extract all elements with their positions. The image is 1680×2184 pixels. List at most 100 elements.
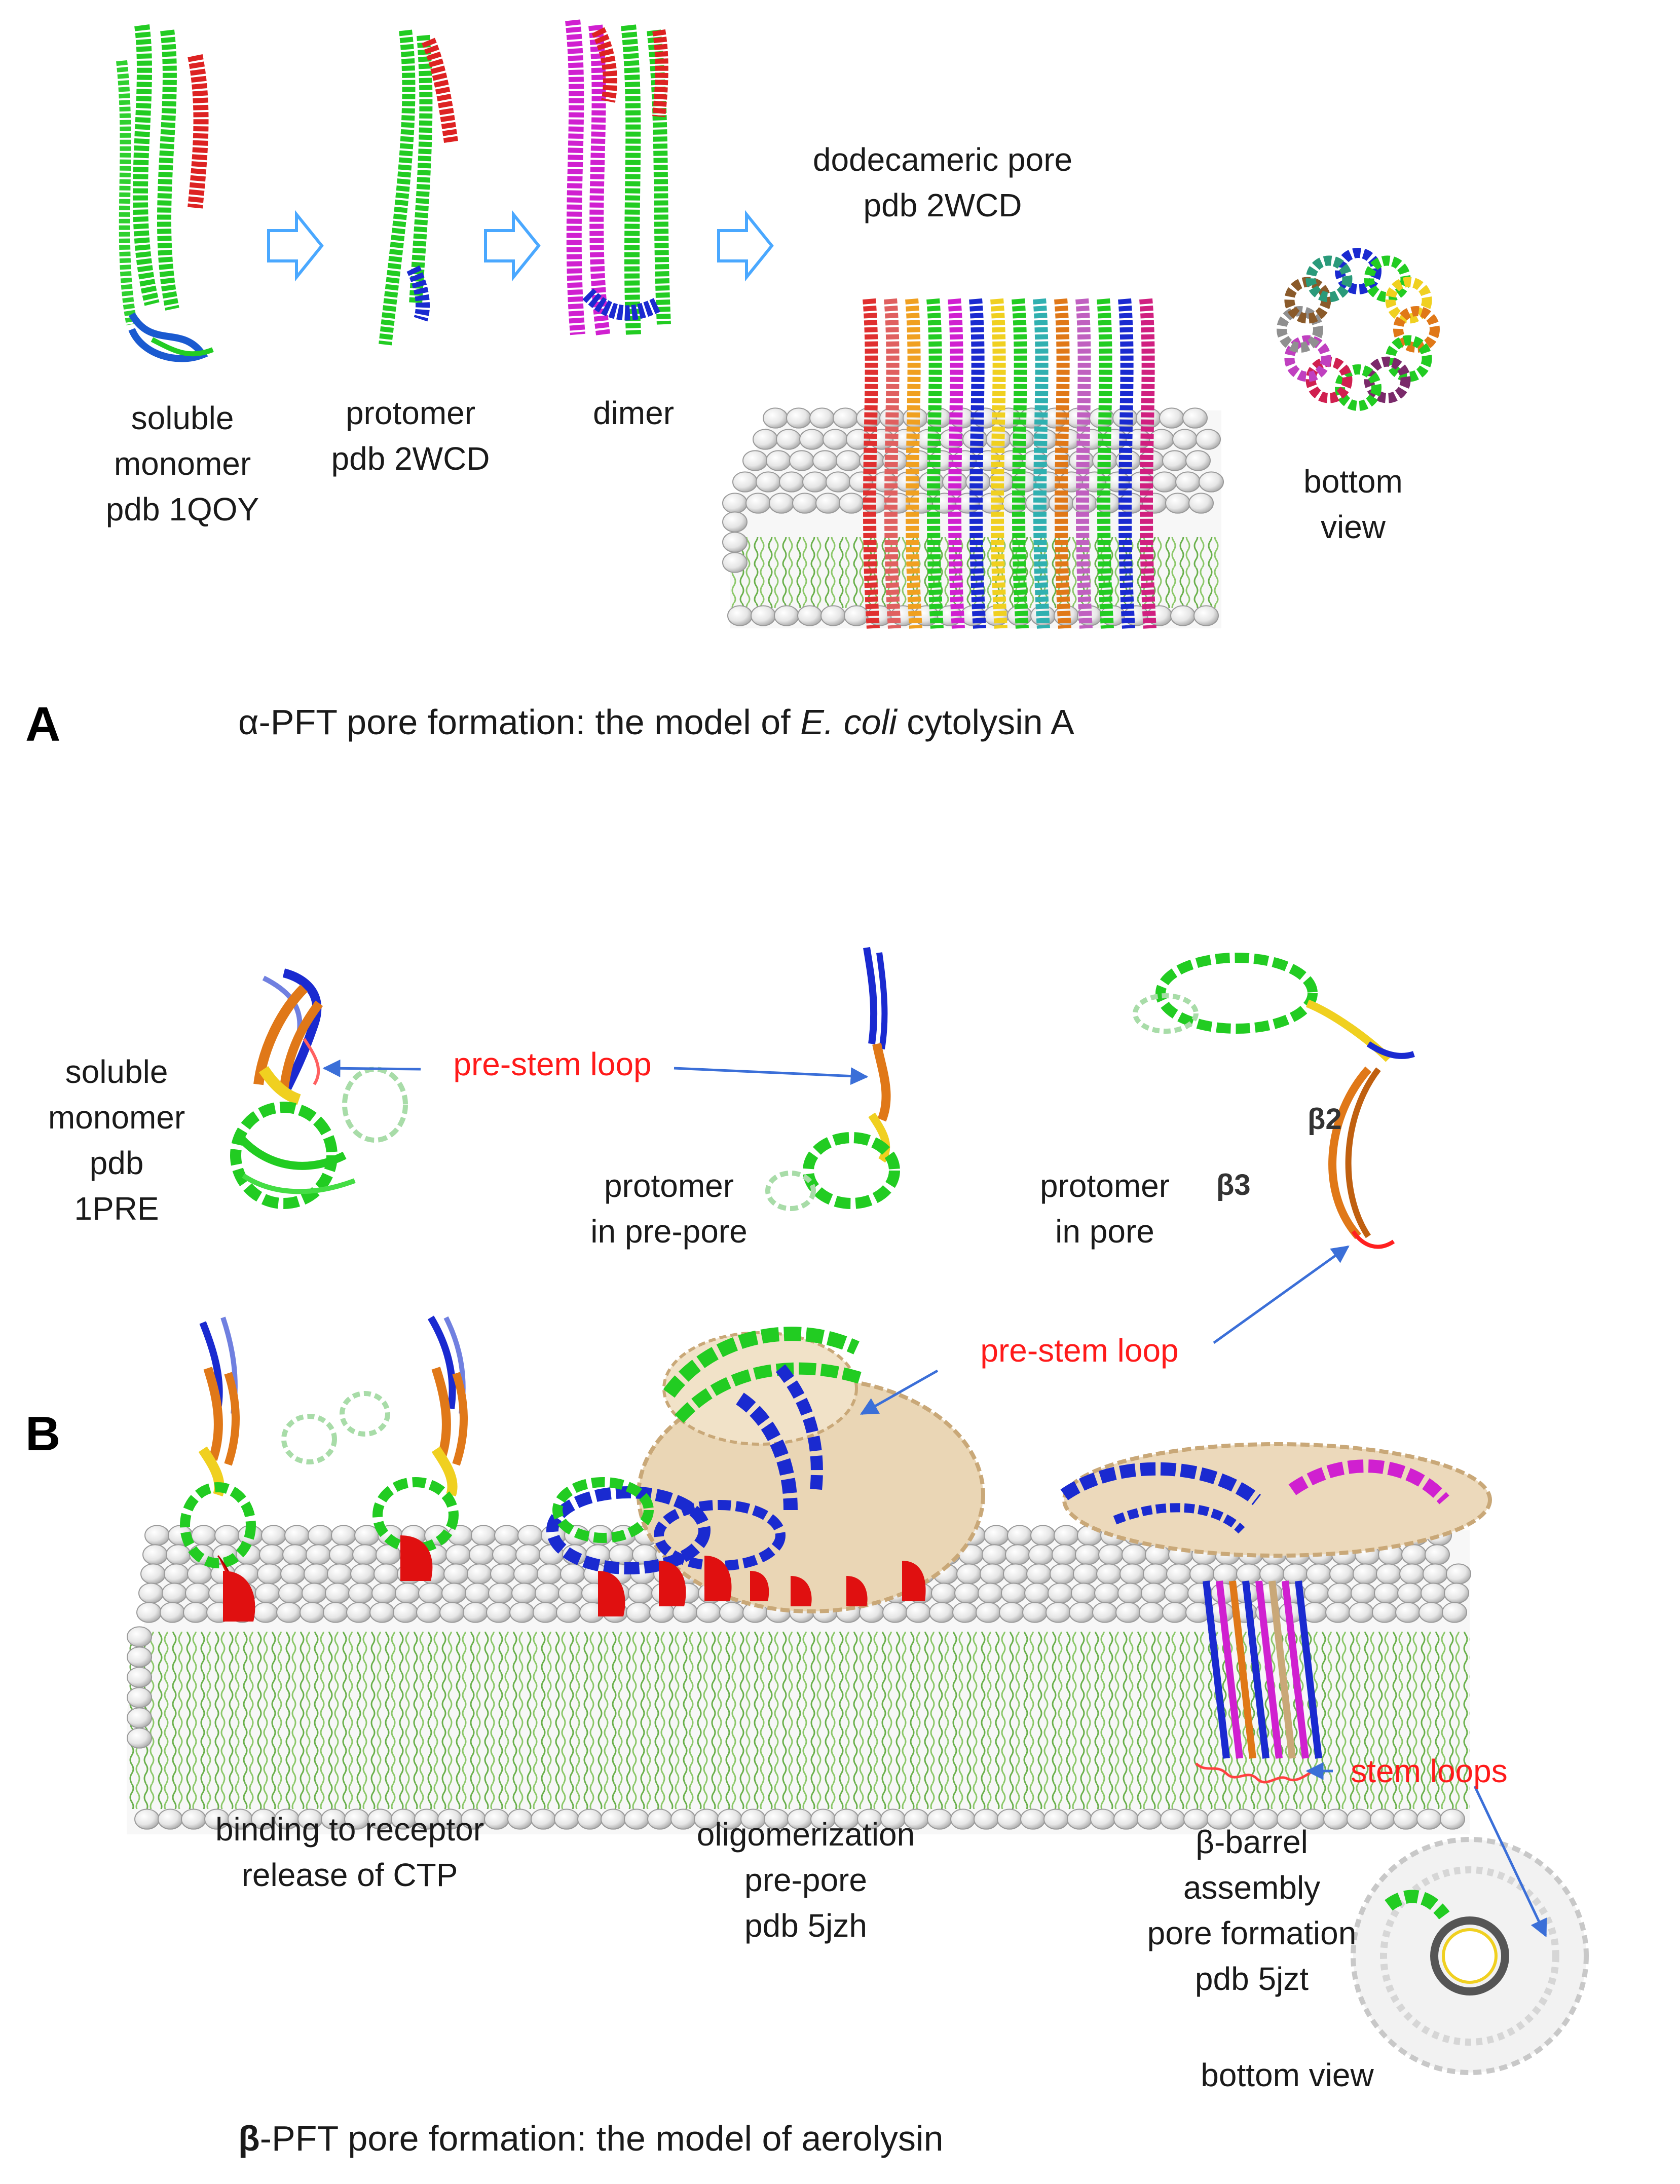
membrane-head	[1306, 1563, 1331, 1585]
membrane-head	[989, 471, 1014, 493]
membrane-head	[144, 1525, 170, 1546]
membrane-head	[939, 429, 964, 450]
membrane-head	[696, 1602, 721, 1623]
b-label-binding-line1: binding to receptor	[215, 1811, 484, 1848]
pore-helix	[926, 298, 944, 629]
membrane-head	[722, 493, 748, 514]
membrane-head	[191, 1525, 216, 1546]
b-label-barrel: β-barrel assembly pore formation pdb 5jz…	[1125, 1819, 1378, 2002]
membrane-head	[1092, 450, 1117, 471]
b-prepore-oligomer	[546, 1327, 985, 1613]
membrane-head	[1188, 493, 1214, 514]
membrane-head	[628, 1583, 653, 1604]
membrane-head	[162, 1583, 187, 1604]
membrane-head	[997, 1809, 1022, 1830]
b-soluble-monomer-structure	[230, 968, 408, 1209]
membrane-head	[909, 493, 934, 514]
a-label-dodecameric-pore-line2: pdb 2WCD	[863, 187, 1022, 223]
membrane-head	[463, 1602, 488, 1623]
membrane-head	[486, 1602, 511, 1623]
membrane-head	[1193, 605, 1219, 626]
membrane-head	[742, 450, 768, 471]
membrane-head	[531, 1809, 556, 1830]
membrane-head	[1141, 1583, 1166, 1604]
membrane-head	[136, 1602, 162, 1623]
membrane-head	[1325, 1602, 1351, 1623]
membrane-head	[722, 511, 748, 533]
membrane-head	[978, 1583, 1003, 1604]
membrane-head	[862, 493, 887, 514]
membrane-head	[859, 450, 884, 471]
a-label-dimer-line1: dimer	[592, 395, 675, 431]
membrane-head	[986, 429, 1011, 450]
membrane-head	[931, 1583, 956, 1604]
membrane-head	[183, 1602, 208, 1623]
a-arrow-3	[717, 210, 774, 282]
membrane-head	[926, 407, 951, 429]
membrane-head	[352, 1544, 378, 1565]
membrane-head	[1102, 429, 1128, 450]
membrane-head	[792, 493, 817, 514]
membrane-head	[517, 1525, 543, 1546]
membrane-head	[826, 471, 851, 493]
membrane-head	[1143, 1563, 1168, 1585]
b-label-oligomerization-line3: pdb 5jzh	[744, 1907, 867, 1944]
membrane-head	[1117, 1583, 1143, 1604]
ring-subunit	[1385, 335, 1432, 382]
pore-helix	[1054, 298, 1071, 629]
membrane-head	[919, 471, 944, 493]
membrane-head	[776, 429, 801, 450]
b-protomer-pore-structure	[1133, 953, 1415, 1249]
membrane-head	[1082, 471, 1107, 493]
membrane-head	[1423, 1563, 1448, 1585]
membrane-head	[929, 1602, 954, 1623]
pore-helix	[1033, 298, 1050, 629]
membrane-head	[577, 1809, 603, 1830]
b-label-beta3: β3	[1216, 1169, 1251, 1201]
membrane-head	[300, 1602, 325, 1623]
membrane-head	[839, 493, 864, 514]
b-released-ctp	[281, 1391, 390, 1464]
a-label-bottom-view-line1: bottom	[1303, 463, 1403, 500]
membrane-head	[160, 1602, 185, 1623]
membrane-head	[885, 493, 911, 514]
b-bottom-view-structure	[1351, 1837, 1589, 2075]
membrane-head	[1327, 1583, 1353, 1604]
membrane-head	[1069, 1602, 1094, 1623]
membrane-head	[722, 532, 748, 553]
membrane-head	[906, 1602, 931, 1623]
membrane-head	[732, 471, 758, 493]
ring-subunit	[1284, 335, 1331, 382]
membrane-head	[836, 450, 861, 471]
a-dodecameric-pore-structure	[863, 298, 1156, 629]
b-beta-barrel-pore	[1060, 1442, 1492, 1784]
membrane-head	[331, 1525, 356, 1546]
membrane-head	[142, 1544, 168, 1565]
membrane-head	[962, 429, 988, 450]
a-label-protomer: protomer pdb 2WCD	[314, 390, 507, 481]
b-label-soluble-monomer-line2: monomer	[48, 1099, 185, 1136]
ring-subunit	[1277, 306, 1323, 353]
membrane-head	[1059, 471, 1084, 493]
membrane-head	[374, 1563, 399, 1585]
membrane-head	[127, 1687, 152, 1708]
membrane-head	[492, 1544, 517, 1565]
membrane-head	[304, 1563, 329, 1585]
membrane-head	[257, 1563, 282, 1585]
membrane-head	[1028, 1544, 1054, 1565]
b-caption-rest: -PFT pore formation: the model of aeroly…	[259, 2119, 944, 2158]
pore-helix	[1075, 298, 1093, 629]
membrane-head	[1092, 1602, 1117, 1623]
b-label-protomer-pore-line2: in pore	[1055, 1213, 1154, 1250]
membrane-head	[1105, 471, 1131, 493]
b-label-barrel-line3: pore formation	[1147, 1915, 1357, 1951]
membrane-head	[626, 1602, 651, 1623]
membrane-head	[1032, 429, 1058, 450]
b-label-pre-stem-loop-mid: pre-stem loop	[980, 1332, 1179, 1369]
membrane-head	[879, 407, 905, 429]
membrane-head	[882, 1602, 908, 1623]
membrane-head	[445, 1544, 471, 1565]
membrane-head	[325, 1583, 350, 1604]
a-label-dodecameric-pore-line1: dodecameric pore	[812, 141, 1073, 178]
membrane-head	[1002, 493, 1027, 514]
